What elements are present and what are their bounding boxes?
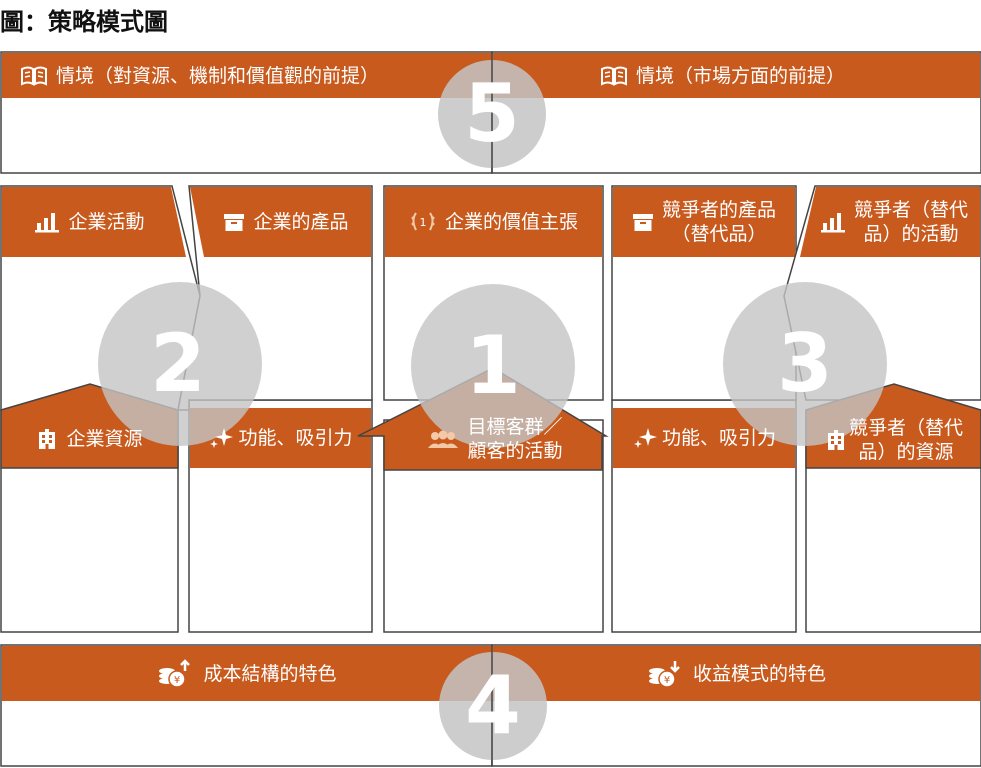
- revenue-header-bg: [493, 646, 980, 701]
- box-icon: [632, 212, 654, 232]
- circle-3: [723, 282, 887, 446]
- value-proposition-header-bg: [385, 187, 602, 257]
- company-resources-label: 企業資源: [66, 428, 143, 450]
- svg-text:1: 1: [419, 216, 426, 229]
- box-icon: [223, 212, 245, 232]
- bar-chart-icon: [820, 211, 846, 233]
- revenue-model-header: ¥ 收益模式的特色: [493, 646, 980, 701]
- book-icon: [600, 66, 628, 86]
- company-resources-header: 企業資源: [2, 410, 177, 468]
- circle-2: [98, 282, 262, 446]
- competitor-resources-label: 競爭者（替代 品）的資源: [848, 417, 963, 463]
- value-proposition-header: 1 企業的價值主張: [385, 187, 602, 257]
- company-products-header: 企業的產品: [200, 187, 372, 257]
- function-right-header: 功能、吸引力: [613, 408, 795, 468]
- situation-left-header-bg: [2, 53, 492, 98]
- building-icon: [36, 428, 58, 450]
- revenue-model-label: 收益模式的特色: [692, 662, 826, 685]
- bar-chart-icon: [34, 211, 60, 233]
- laurel-icon: 1: [409, 210, 437, 234]
- company-activities-header: 企業活動: [2, 187, 177, 257]
- number-2: 2: [150, 317, 206, 410]
- cost-header-bg: [2, 646, 492, 701]
- coins-down-icon: ¥: [647, 659, 681, 689]
- company-products-label: 企業的產品: [253, 211, 349, 233]
- book-icon: [20, 66, 48, 86]
- cost-structure-label: 成本結構的特色: [203, 662, 337, 685]
- company-activities-header-bg: [2, 187, 186, 257]
- target-customers-header: 目標客群／ 顧客的活動: [395, 410, 595, 468]
- competitor-products-header: 競爭者的產品 （替代品）: [613, 187, 795, 257]
- function-left-header: 功能、吸引力: [190, 408, 371, 468]
- building-icon: [825, 429, 847, 451]
- company-activities-label: 企業活動: [68, 211, 145, 233]
- target-customers-label: 目標客群／ 顧客的活動: [467, 416, 563, 462]
- function-left-label: 功能、吸引力: [238, 427, 353, 449]
- number-4: 4: [465, 659, 521, 752]
- competitor-activities-header-bg: [800, 187, 980, 257]
- competitor-activities-header: 競爭者（替代 品）的活動: [808, 187, 980, 257]
- svg-text:¥: ¥: [664, 675, 670, 686]
- sparkle-icon: [208, 426, 234, 450]
- coins-up-icon: ¥: [157, 658, 191, 689]
- situation-market-label: 情境（市場方面的前提）: [636, 64, 846, 87]
- page-title: 圖：策略模式圖: [0, 8, 168, 36]
- competitor-activities-label: 競爭者（替代 品）的活動: [853, 199, 968, 245]
- situation-market-header: 情境（市場方面的前提）: [600, 53, 970, 98]
- circle-4: [439, 652, 547, 760]
- people-icon: [427, 429, 459, 449]
- value-proposition-label: 企業的價值主張: [444, 211, 578, 233]
- number-5: 5: [464, 67, 520, 160]
- function-right-label: 功能、吸引力: [661, 427, 776, 449]
- situation-resources-header: 情境（對資源、機制和價值觀的前提）: [20, 53, 480, 98]
- cost-structure-header: ¥ 成本結構的特色: [2, 646, 492, 701]
- sparkle-icon: [632, 426, 658, 450]
- number-1: 1: [465, 319, 521, 412]
- number-3: 3: [777, 317, 833, 410]
- svg-text:¥: ¥: [174, 675, 180, 686]
- company-products-header-bg: [190, 187, 371, 257]
- situation-right-header-bg: [493, 53, 980, 98]
- competitor-resources-header: 競爭者（替代 品）的資源: [808, 412, 980, 468]
- circle-1: [411, 284, 575, 448]
- competitor-products-label: 競爭者的產品 （替代品）: [661, 199, 776, 245]
- situation-resources-label: 情境（對資源、機制和價值觀的前提）: [56, 64, 380, 87]
